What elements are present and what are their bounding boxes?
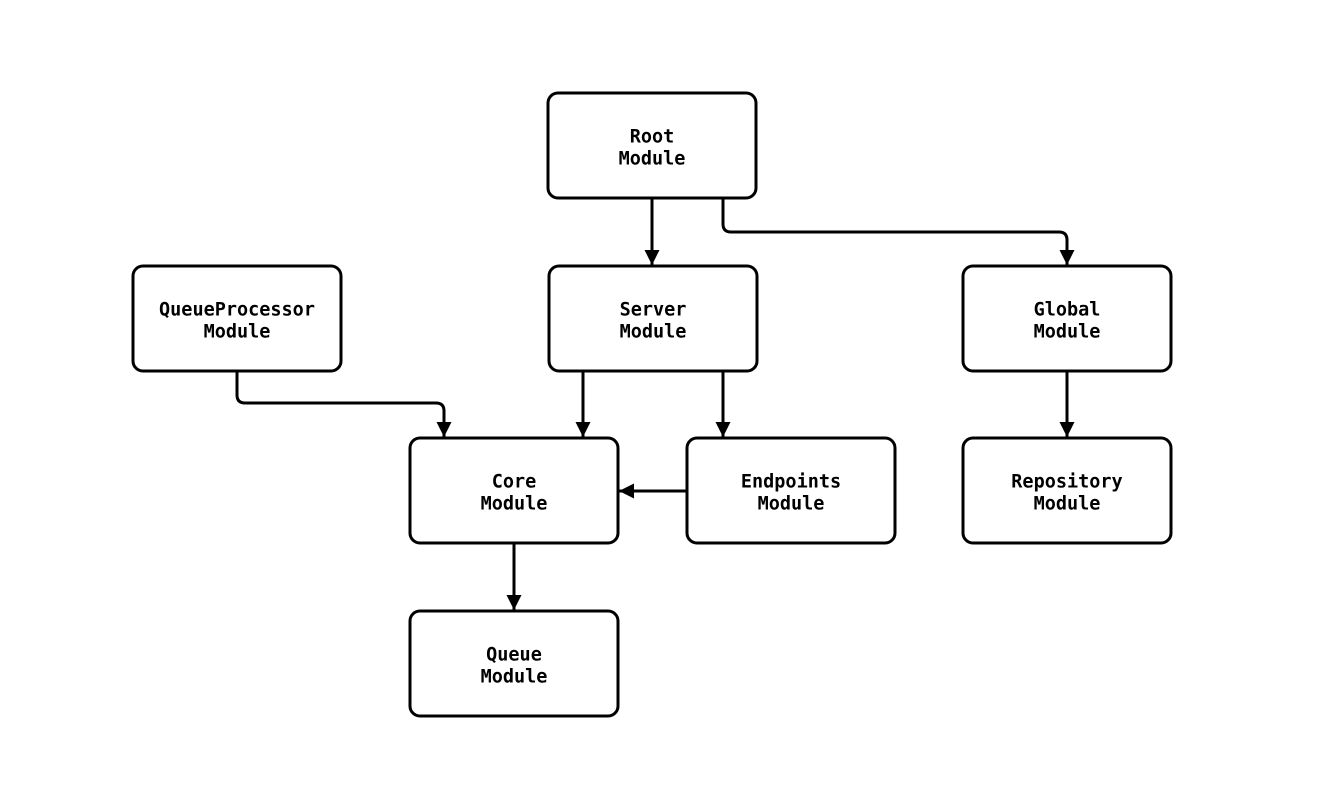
- node-box-root-module: [546, 91, 758, 200]
- node-label-line: Module: [620, 322, 687, 343]
- node-label-line: Core: [492, 472, 537, 493]
- node-label-line: Module: [1034, 322, 1101, 343]
- node-label-line: Server: [620, 300, 687, 321]
- node-label-line: Global: [1034, 300, 1101, 321]
- node-box-core-module: [408, 436, 620, 545]
- node-box-queue-module: [408, 609, 620, 718]
- node-label-line: Module: [204, 322, 271, 343]
- node-label-line: Module: [758, 494, 825, 515]
- edge-queueprocessor-to-core: [235, 371, 452, 437]
- node-label-line: Root: [630, 127, 675, 148]
- node-label-line: Module: [481, 494, 548, 515]
- node-label-line: Module: [1034, 494, 1101, 515]
- edge-root-to-global: [721, 198, 1075, 265]
- node-label-line: Endpoints: [741, 472, 841, 493]
- node-label-line: Repository: [1011, 472, 1122, 493]
- node-box-global-module: [961, 264, 1173, 373]
- node-box-queueprocessor-module: [131, 264, 343, 373]
- edges-layer: [235, 198, 1075, 610]
- node-box-repository-module: [961, 436, 1173, 545]
- node-label-line: Module: [619, 149, 686, 170]
- node-box-endpoints-module: [685, 436, 897, 545]
- node-box-server-module: [547, 264, 759, 373]
- node-label-line: Module: [481, 667, 548, 688]
- node-label-line: Queue: [486, 645, 542, 666]
- node-label-line: QueueProcessor: [159, 300, 315, 321]
